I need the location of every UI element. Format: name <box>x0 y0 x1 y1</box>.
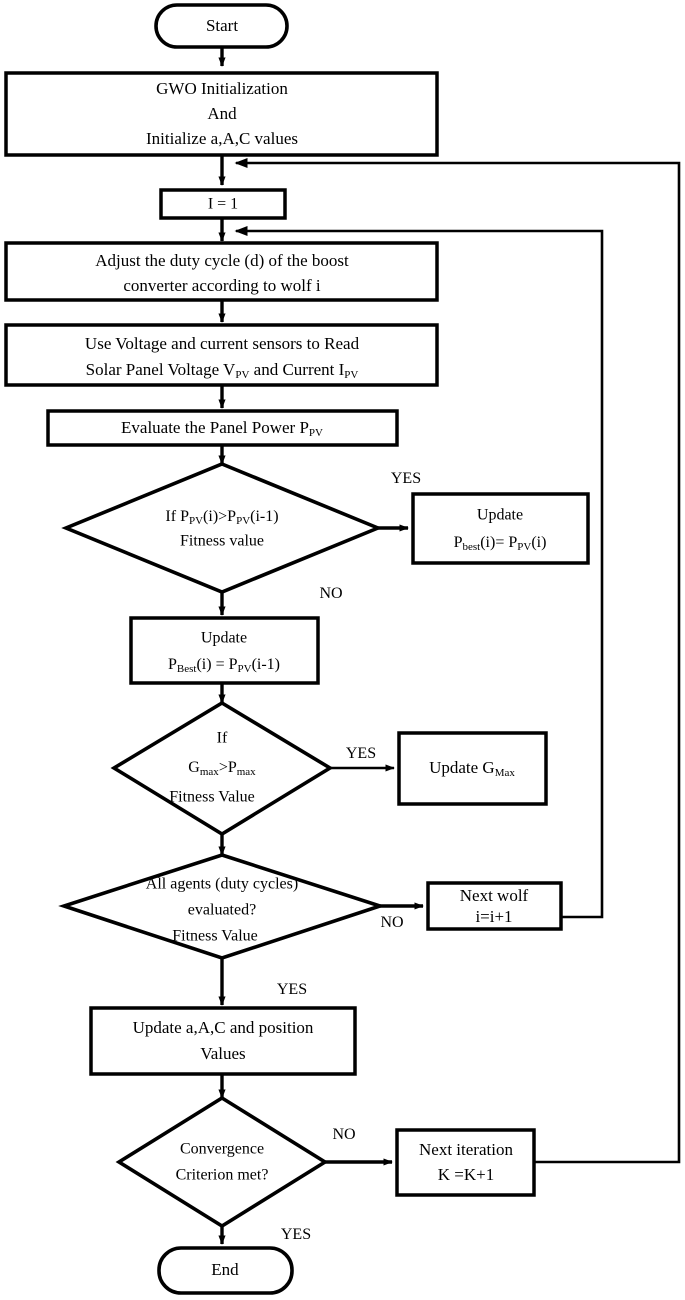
node-decision-convergence-line1: Convergence <box>180 1141 264 1158</box>
node-update-aac: Update a,A,C and position Values <box>89 1006 357 1076</box>
node-update-pbest-no-sub-best: Best <box>177 663 197 675</box>
node-sensors-sub-pv-1: PV <box>235 369 249 381</box>
node-evaluate-text: Evaluate the Panel Power PPV <box>121 418 323 439</box>
node-sensors-sub-pv-2: PV <box>344 369 358 381</box>
node-start: Start <box>154 3 289 49</box>
node-end-label: End <box>211 1260 239 1279</box>
node-decision-fitness: If PPV(i)>PPV(i-1) Fitness value <box>61 462 383 594</box>
node-decision-fitness-sub-1: PV <box>189 515 203 527</box>
node-update-pbest-no-line2: PBest(i) = PPV(i-1) <box>168 656 280 675</box>
node-update-pbest-yes-c: (i) <box>531 534 546 551</box>
node-update-gmax-a: Update G <box>429 758 495 777</box>
node-evaluate-text-a: Evaluate the Panel Power P <box>121 418 309 437</box>
edge-label-agents-yes: YES <box>277 981 307 998</box>
node-next-wolf-line1: Next wolf <box>460 886 529 905</box>
node-decision-gmax-a: G <box>188 759 200 776</box>
node-init-line3: Initialize a,A,C values <box>146 129 298 148</box>
node-update-aac-line1: Update a,A,C and position <box>133 1018 314 1037</box>
node-end: End <box>157 1246 294 1295</box>
node-next-iteration-line1: Next iteration <box>419 1140 513 1159</box>
node-adjust-line1: Adjust the duty cycle (d) of the boost <box>95 251 349 270</box>
node-start-label: Start <box>206 16 238 35</box>
node-update-pbest-no-a: P <box>168 656 177 673</box>
connector-feedback-inner-wolf <box>234 226 604 919</box>
node-decision-convergence-line2: Criterion met? <box>176 1167 269 1184</box>
node-decision-fitness-a: If P <box>165 508 189 525</box>
node-decision-gmax-b: >P <box>219 759 237 776</box>
node-update-pbest-yes-sub-pv: PV <box>517 541 531 553</box>
node-update-pbest-yes-line2: Pbest(i)= PPV(i) <box>454 534 547 553</box>
node-decision-fitness-line1: If PPV(i)>PPV(i-1) <box>165 508 278 527</box>
edge-label-gmax-yes: YES <box>346 745 376 762</box>
node-decision-agents-line1: All agents (duty cycles) <box>146 876 298 893</box>
node-update-pbest-no: Update PBest(i) = PPV(i-1) <box>129 616 320 685</box>
node-decision-gmax: If Gmax>Pmax Fitness Value <box>110 700 334 837</box>
node-decision-gmax-line1: If <box>217 730 228 747</box>
node-decision-fitness-b: (i)>P <box>203 508 236 525</box>
connector-feedback-outer-iteration <box>234 158 681 1164</box>
node-iteration-init: I = 1 <box>159 188 287 220</box>
node-read-sensors: Use Voltage and current sensors to Read … <box>4 323 439 387</box>
node-decision-agents-line3: Fitness Value <box>172 928 257 945</box>
edge-label-convergence-yes: YES <box>281 1226 311 1243</box>
node-decision-gmax-sub-max-1: max <box>200 766 219 778</box>
node-decision-fitness-c: (i-1) <box>250 508 278 525</box>
node-init-line2: And <box>207 104 237 123</box>
edge-label-fitness-no: NO <box>319 585 342 602</box>
node-update-pbest-no-b: (i) = P <box>196 656 237 673</box>
node-update-pbest-no-line1: Update <box>201 630 247 647</box>
node-evaluate-power: Evaluate the Panel Power PPV <box>46 409 399 447</box>
node-next-iteration-line2: K =K+1 <box>438 1165 494 1184</box>
node-update-pbest-yes-line1: Update <box>477 507 523 524</box>
node-update-pbest-no-c: (i-1) <box>252 656 280 673</box>
node-next-iteration: Next iteration K =K+1 <box>395 1128 536 1197</box>
node-next-wolf: Next wolf i=i+1 <box>426 881 563 931</box>
node-sensors-line2-a: Solar Panel Voltage V <box>86 360 236 379</box>
node-decision-fitness-line2: Fitness value <box>180 533 264 550</box>
node-decision-fitness-sub-2: PV <box>236 515 250 527</box>
node-adjust-line2: converter according to wolf i <box>123 276 321 295</box>
node-update-gmax-sub-max: Max <box>495 767 516 779</box>
node-next-wolf-line2: i=i+1 <box>475 907 512 926</box>
node-sensors-line2: Solar Panel Voltage VPV and Current IPV <box>86 360 359 381</box>
node-update-pbest-yes-sub-best: best <box>462 541 480 553</box>
node-update-pbest-yes-b: (i)= P <box>480 534 517 551</box>
node-decision-gmax-line3: Fitness Value <box>169 789 254 806</box>
node-sensors-line2-b: and Current I <box>249 360 344 379</box>
edge-label-agents-no: NO <box>380 914 403 931</box>
node-evaluate-sub-pv: PV <box>309 427 323 439</box>
node-sensors-line1: Use Voltage and current sensors to Read <box>85 334 360 353</box>
node-decision-gmax-sub-max-2: max <box>237 766 256 778</box>
node-update-gmax: Update GMax <box>397 731 548 806</box>
node-decision-agents-line2: evaluated? <box>188 902 256 919</box>
node-decision-convergence: Convergence Criterion met? <box>115 1095 329 1229</box>
node-update-pbest-yes: Update Pbest(i)= PPV(i) <box>411 492 590 565</box>
node-update-pbest-no-sub-pv: PV <box>238 663 252 675</box>
node-update-pbest-yes-a: P <box>454 534 463 551</box>
node-gwo-initialization: GWO Initialization And Initialize a,A,C … <box>4 71 439 157</box>
node-decision-agents: All agents (duty cycles) evaluated? Fitn… <box>58 853 386 960</box>
edge-label-convergence-no: NO <box>332 1126 355 1143</box>
node-init-line1: GWO Initialization <box>156 79 288 98</box>
edge-label-fitness-yes: YES <box>391 470 421 487</box>
node-iterinit-label: I = 1 <box>208 196 238 213</box>
node-decision-gmax-line2: Gmax>Pmax <box>188 759 256 778</box>
node-update-gmax-text: Update GMax <box>429 758 515 779</box>
node-update-aac-line2: Values <box>200 1044 245 1063</box>
node-adjust-duty-cycle: Adjust the duty cycle (d) of the boost c… <box>4 241 439 302</box>
